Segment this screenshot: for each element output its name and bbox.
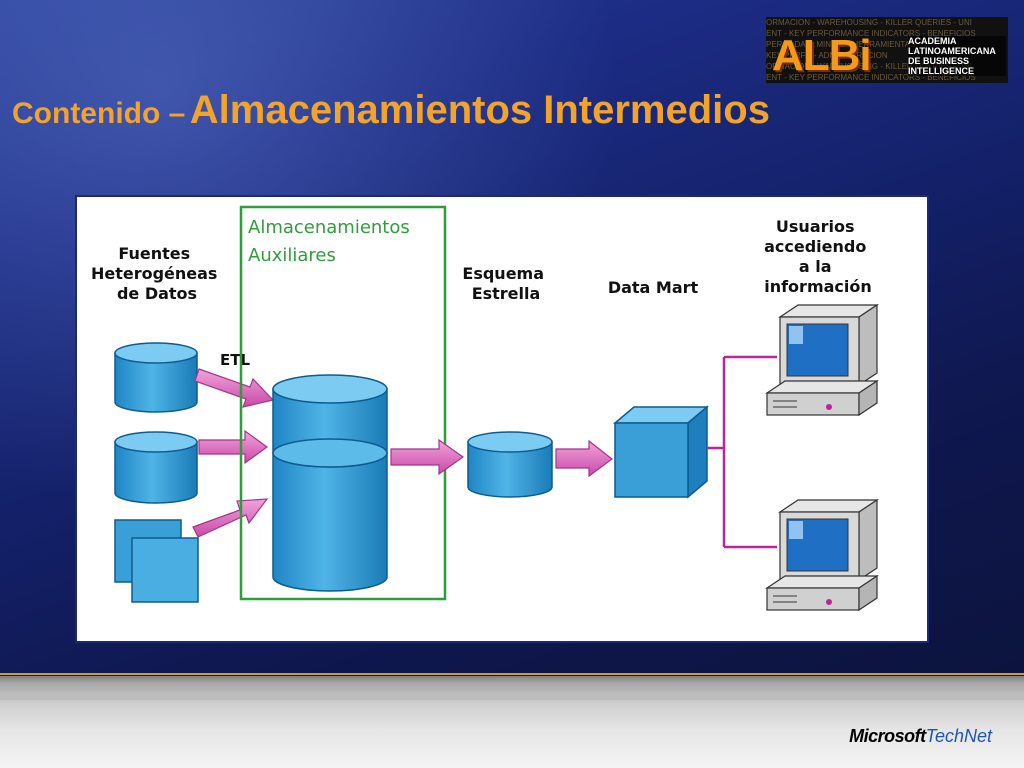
computer-icon-1: [765, 303, 879, 417]
star-label: Esquema Estrella: [462, 264, 549, 303]
data-mart-cube: [612, 405, 710, 499]
slide-title: Contenido – Almacenamientos Intermedios: [12, 88, 770, 133]
sources-label: Fuentes Heterogéneas de Datos: [91, 244, 223, 303]
mart-label: Data Mart: [608, 278, 699, 297]
footer-stripe: [0, 694, 1024, 700]
title-prefix: Contenido –: [12, 97, 186, 130]
aux-label: Almacenamientos Auxiliares: [248, 217, 416, 266]
albi-logo: ORMACION - WAREHOUSING - KILLER QUERIES …: [766, 17, 1008, 83]
source-cylinder-2: [114, 431, 198, 504]
computer-icon-2: [765, 498, 879, 612]
footer-divider: [0, 673, 1024, 675]
aux-storage-box: [239, 205, 447, 601]
brand-microsoft: Microsoft: [849, 726, 926, 746]
aux-cylinder-bottom: [272, 452, 388, 592]
arrow-aux-to-star: [390, 438, 465, 476]
etl-diagram: Fuentes Heterogéneas de Datos Almacenami…: [77, 197, 927, 641]
title-main: Almacenamientos Intermedios: [189, 88, 770, 132]
users-label: Usuarios accediendo a la información: [764, 217, 872, 296]
microsoft-technet-logo: MicrosoftTechNet: [849, 726, 992, 747]
source-cylinder-1: [114, 342, 198, 413]
footer-bar: MicrosoftTechNet: [0, 676, 1024, 768]
star-schema-cylinder: [467, 431, 553, 498]
etl-arrow-2: [198, 429, 269, 465]
user-connectors: [707, 355, 777, 549]
source-files: [114, 519, 199, 603]
etl-arrow-3: [192, 498, 269, 538]
logo-mark: ALBi: [772, 31, 872, 80]
etl-arrow-1: [194, 368, 275, 408]
arrow-star-to-mart: [555, 439, 613, 478]
aux-cylinder-top: [272, 374, 388, 468]
logo-background-text: ORMACION - WAREHOUSING - KILLER QUERIES …: [766, 18, 976, 82]
brand-technet: TechNet: [925, 726, 992, 746]
logo-text: ACADEMIA LATINOAMERICANA DE BUSINESS INT…: [908, 36, 1006, 76]
etl-label: ETL: [220, 351, 250, 369]
